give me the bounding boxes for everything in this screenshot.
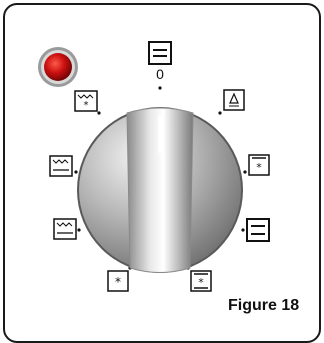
svg-text:*: * [256,161,262,174]
grill-icon [49,155,73,177]
position-dots [74,86,247,270]
bottom-grill-fan-icon [53,218,77,240]
fan-icon: * [107,270,129,292]
knob-pointer [158,115,162,153]
dial-zero-label: 0 [156,66,164,82]
svg-text:*: * [198,276,204,289]
full-grill-fan-icon: * [74,90,98,112]
indicator-light [38,47,78,87]
fan-bottom-heat-icon: * [190,270,212,292]
dial-illustration: * * * * [38,41,270,292]
lamp-icon [223,89,245,111]
top-heat-fan-icon: * [248,154,270,176]
conventional-heat-icon [246,218,270,242]
figure-caption: Figure 18 [228,297,300,314]
function-selector-knob[interactable] [77,107,243,273]
svg-text:*: * [115,275,121,289]
svg-text:*: * [84,100,89,111]
off-bar-icon [148,41,172,65]
